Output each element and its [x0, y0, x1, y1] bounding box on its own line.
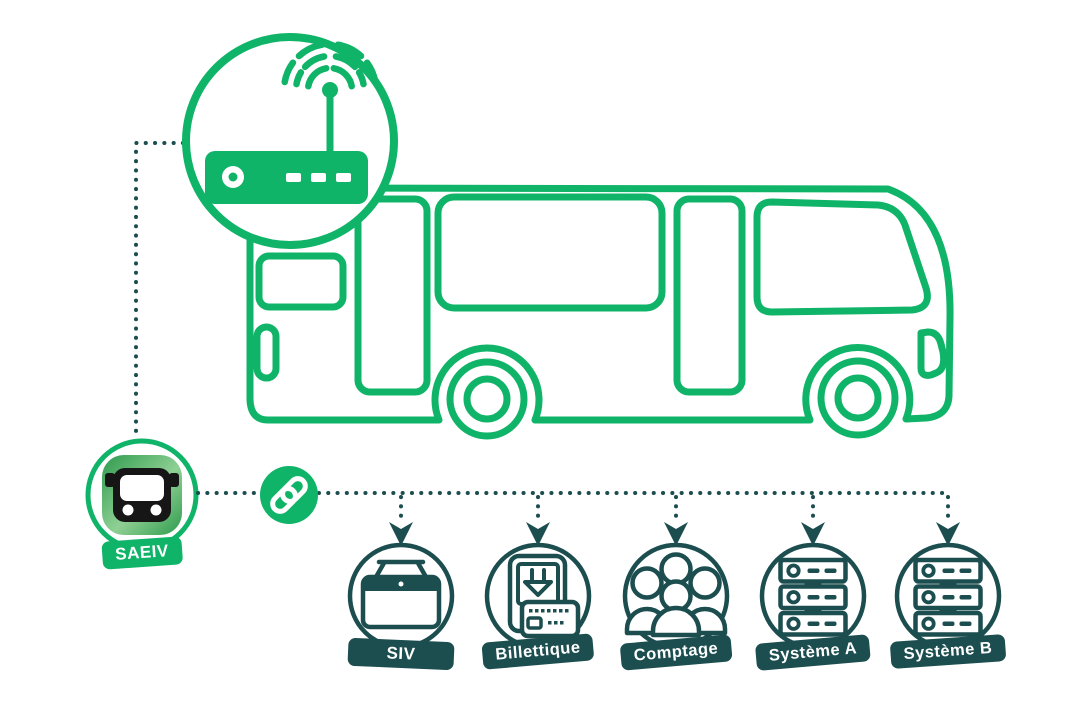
dotted-connector-systems [196, 491, 960, 546]
wifi-router-icon [205, 41, 379, 204]
bus-app-icon [102, 455, 182, 535]
saeiv-label: SAEIV [101, 536, 183, 570]
server-icon [778, 557, 848, 637]
arrow-down-icon [389, 522, 413, 546]
system-node-systeme-b [894, 542, 1002, 650]
system-node-comptage [622, 542, 730, 650]
system-node-siv [347, 542, 455, 650]
system-node-systeme-a [759, 542, 867, 650]
arrow-down-icon [526, 522, 550, 546]
system-label-siv: SIV [347, 637, 455, 671]
system-node-billettique [484, 542, 592, 650]
onboard-unit-node [182, 33, 398, 249]
bus-headlight [917, 328, 948, 379]
passengers-icon [624, 552, 728, 638]
wifi-waves-icon [281, 41, 379, 90]
display-icon [360, 559, 442, 630]
dotted-connector-saeiv [134, 141, 185, 439]
bus-outline-illustration [246, 184, 954, 440]
bus-rear-door [354, 195, 431, 396]
bus-front-door [673, 195, 746, 396]
saeiv-node [85, 438, 199, 552]
bus-side-window [434, 193, 666, 312]
server-icon [913, 557, 983, 637]
link-icon [260, 466, 318, 524]
bus-windshield [753, 198, 931, 316]
arrow-down-icon [801, 522, 825, 546]
bus-rear-window [255, 252, 347, 311]
arrow-down-icon [936, 522, 960, 546]
ticket-validator-icon [507, 553, 581, 639]
bus-marker-light [253, 323, 280, 382]
arrow-down-icon [664, 522, 688, 546]
